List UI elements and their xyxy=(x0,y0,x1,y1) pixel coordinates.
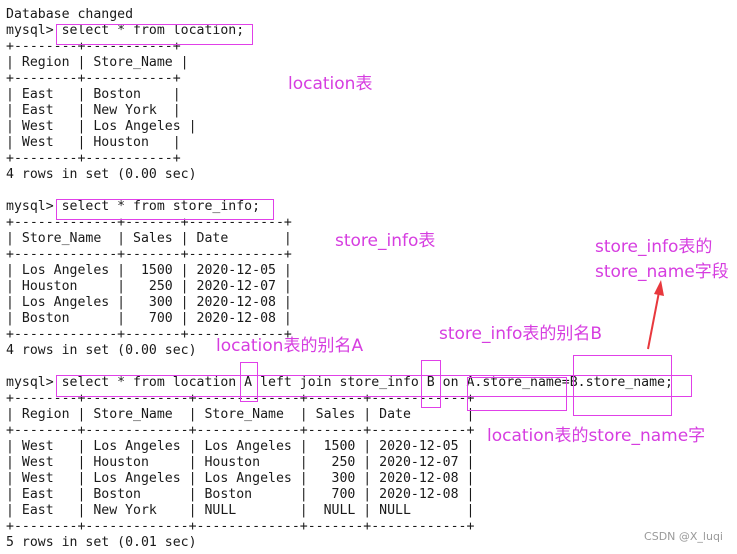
terminal-line: | Boston | 700 | 2020-12-08 | xyxy=(6,311,292,326)
terminal-line: +--------+-----------+ xyxy=(6,71,181,86)
location-store-name-annotation: location表的store_name字 xyxy=(487,426,706,446)
terminal-line: | Houston | 250 | 2020-12-07 | xyxy=(6,279,292,294)
location-table-annotation: location表 xyxy=(288,74,373,94)
a-store-name-highlight-box xyxy=(467,377,567,411)
terminal-line: | West | Houston | xyxy=(6,135,181,150)
terminal-line: | East | New York | xyxy=(6,103,181,118)
terminal-line: | East | Boston | xyxy=(6,87,181,102)
query3-highlight-box xyxy=(56,375,692,397)
terminal-line: +--------+-------------+-------------+--… xyxy=(6,423,475,438)
store-info-table-annotation: store_info表 xyxy=(335,231,436,251)
terminal-line: | Los Angeles | 1500 | 2020-12-05 | xyxy=(6,263,292,278)
terminal-line: mysql> select * from location A left joi… xyxy=(6,375,673,390)
terminal-line: | Region | Store_Name | Store_Name | Sal… xyxy=(6,407,475,422)
terminal-line: | Los Angeles | 300 | 2020-12-08 | xyxy=(6,295,292,310)
terminal-line: | West | Los Angeles | Los Angeles | 300… xyxy=(6,471,475,486)
terminal-line: | Region | Store_Name | xyxy=(6,55,189,70)
terminal-line: Database changed xyxy=(6,7,134,22)
terminal-line: mysql> select * from location; xyxy=(6,23,245,38)
terminal-line: 4 rows in set (0.00 sec) xyxy=(6,167,197,182)
terminal-line: +-------------+-------+------------+ xyxy=(6,327,292,342)
terminal-line: | East | New York | NULL | NULL | NULL | xyxy=(6,503,475,518)
alias-a-annotation: location表的别名A xyxy=(216,336,364,356)
terminal-line: 4 rows in set (0.00 sec) xyxy=(6,343,197,358)
terminal-line: 5 rows in set (0.01 sec) xyxy=(6,535,197,550)
terminal-line: +-------------+-------+------------+ xyxy=(6,247,292,262)
terminal-line: | East | Boston | Boston | 700 | 2020-12… xyxy=(6,487,475,502)
terminal-line: | West | Los Angeles | xyxy=(6,119,197,134)
terminal-line: +-------------+-------+------------+ xyxy=(6,215,292,230)
query1-highlight-box xyxy=(56,24,253,45)
store-name-field-annotation-line1: store_info表的 xyxy=(595,237,713,257)
terminal-line: | West | Los Angeles | Los Angeles | 150… xyxy=(6,439,475,454)
b-store-name-highlight-box xyxy=(573,355,672,416)
alias-b-highlight-box xyxy=(421,360,441,408)
query2-highlight-box xyxy=(56,199,274,220)
terminal-line: | West | Houston | Houston | 250 | 2020-… xyxy=(6,455,475,470)
alias-b-annotation: store_info表的别名B xyxy=(439,324,603,344)
alias-a-highlight-box xyxy=(240,362,258,402)
watermark: CSDN @X_luqi xyxy=(644,530,723,543)
store-name-field-annotation-line2: store_name字段 xyxy=(595,262,729,282)
terminal-line: +--------+-------------+-------------+--… xyxy=(6,519,475,534)
terminal-line: +--------+-----------+ xyxy=(6,39,181,54)
terminal-line: +--------+-----------+ xyxy=(6,151,181,166)
terminal-line: | Store_Name | Sales | Date | xyxy=(6,231,292,246)
terminal-line xyxy=(6,183,673,199)
terminal-line: mysql> select * from store_info; xyxy=(6,199,261,214)
